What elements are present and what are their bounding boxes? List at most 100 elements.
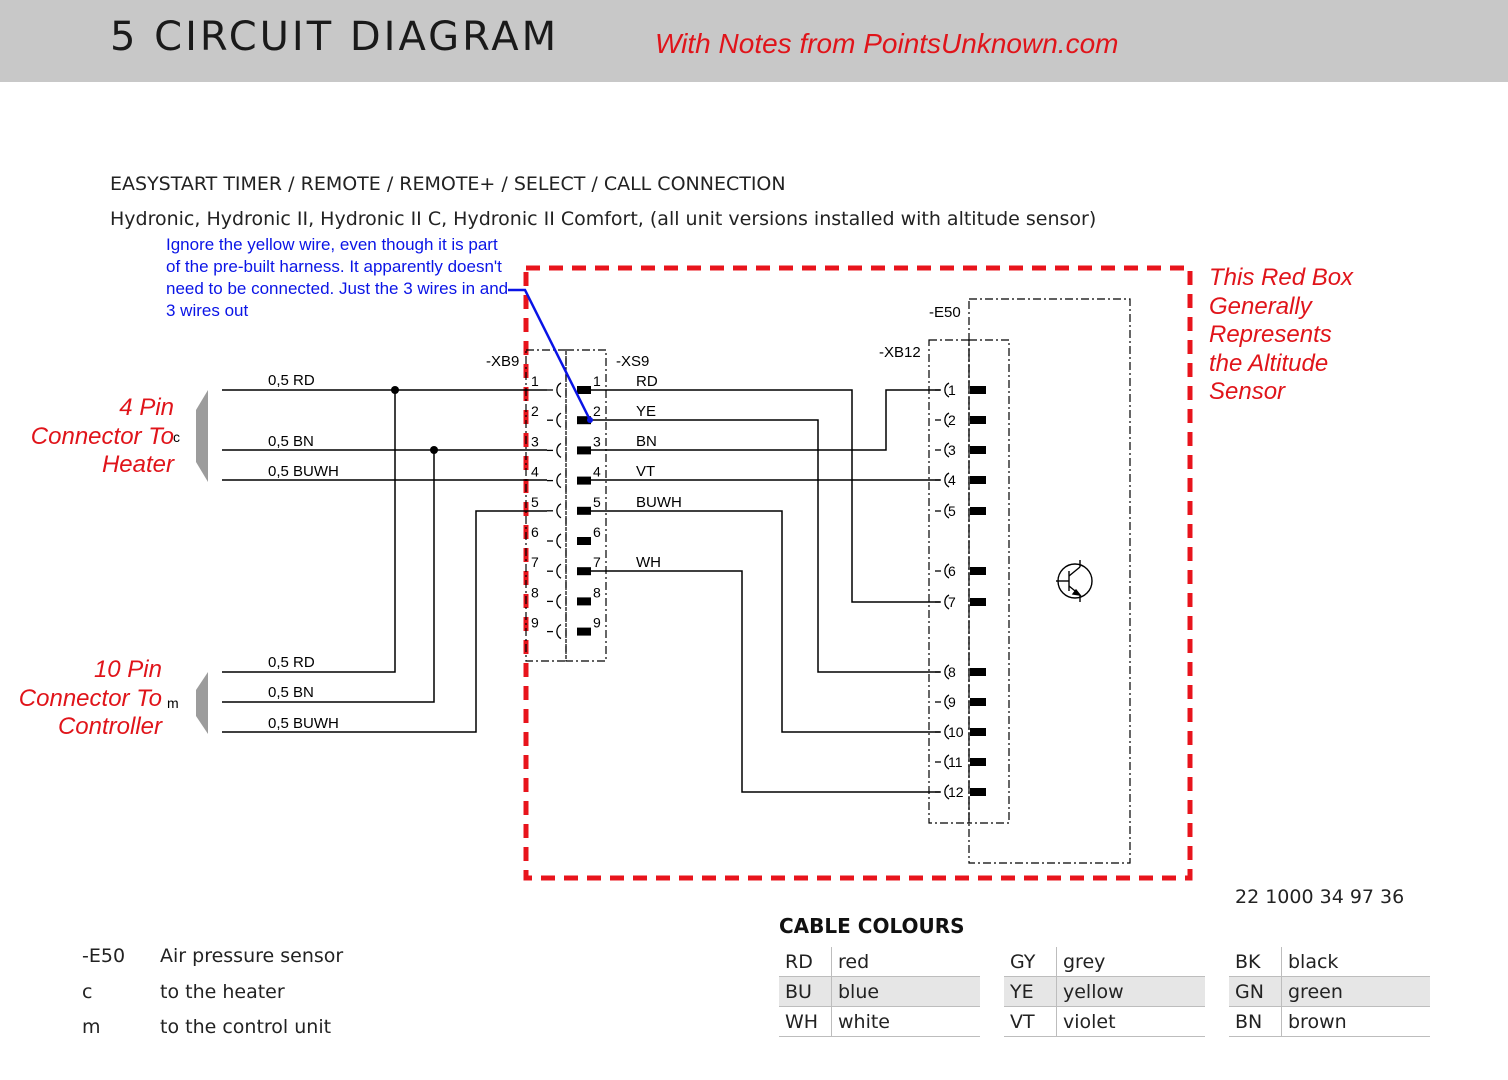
xb9-pin-number: 9 (531, 615, 539, 631)
wire-label-controller-rd: 0,5 RD (268, 654, 315, 671)
xb12-pin: 3 (935, 442, 986, 458)
xb9-label: -XB9 (486, 353, 519, 370)
legend-code: m (82, 1016, 101, 1038)
red-box-note-line: This Red Box (1209, 264, 1354, 291)
red-box-note: This Red Box Generally Represents the Al… (1209, 264, 1353, 407)
xb9-pin-number: 7 (531, 554, 539, 570)
xs9-pin: 7 (577, 554, 601, 576)
heater-connector-note: 4 Pin Connector To Heater (31, 394, 174, 480)
xs9-pin: 8 (577, 584, 601, 606)
xb12-pin-number: 4 (948, 472, 956, 488)
colour-code: BN (1229, 1006, 1282, 1037)
xs9-pin: 6 (577, 524, 601, 545)
heater-connector-note-line: Connector To (30, 422, 174, 450)
colour-code: RD (779, 947, 832, 977)
colour-code: BK (1229, 947, 1282, 977)
xs9-label: -XS9 (616, 353, 649, 370)
xb12-pin-number: 2 (948, 412, 956, 428)
xb12-pin: 2 (935, 412, 986, 428)
red-box-note-line: Sensor (1209, 378, 1286, 405)
xb12-pin: 8 (935, 664, 986, 680)
xb12-pin-number: 8 (948, 664, 956, 680)
xb12-pin-number: 11 (948, 754, 963, 770)
xb12-pin: 7 (935, 594, 986, 610)
xb9-pin: 9 (531, 615, 562, 640)
cable-colours-title: CABLE COLOURS (779, 914, 965, 938)
header-note: With Notes from PointsUnknown.com (655, 28, 1119, 59)
xb9-pin-number: 1 (531, 373, 539, 389)
wire-controller-rd (222, 390, 396, 673)
heater-connector-note-line: 4 Pin (119, 394, 174, 421)
legend-text: to the heater (160, 981, 285, 1003)
wire-buwh-to-10 (590, 510, 940, 733)
xb9-pin: 1 (531, 373, 562, 398)
xb12-pin: 1 (935, 382, 986, 398)
colour-name: red (831, 947, 980, 977)
xb12-pin-number: 5 (948, 503, 956, 519)
colour-code: YE (1004, 976, 1057, 1007)
colour-code: GN (1229, 976, 1282, 1007)
wire-controller-buwh (222, 510, 547, 733)
page-title: 5 CIRCUIT DIAGRAM (110, 14, 560, 60)
xs9-pin-number: 5 (593, 494, 601, 510)
xs9-pin-number: 3 (593, 433, 601, 449)
legend-text: Air pressure sensor (160, 945, 344, 967)
colour-name: black (1281, 947, 1430, 977)
xb12-pin: 11 (935, 754, 986, 770)
wire-label-controller-buwh: 0,5 BUWH (268, 715, 339, 732)
xb9-pin-number: 5 (531, 494, 539, 510)
xs9-pin-number: 4 (593, 464, 601, 480)
yellow-wire-note: Ignore the yellow wire, even though it i… (166, 235, 509, 320)
wire-rd-to-7 (590, 389, 940, 603)
xb9-pin: 4 (531, 464, 562, 489)
xb12-pin-number: 1 (948, 382, 956, 398)
xs9-wire-label-bn: BN (636, 433, 657, 450)
wire-label-heater-buwh: 0,5 BUWH (268, 463, 339, 480)
wire-controller-bn (222, 450, 435, 703)
subtitle-models: Hydronic, Hydronic II, Hydronic II C, Hy… (110, 208, 1097, 230)
red-box-note-line: Generally (1209, 292, 1312, 320)
colour-code: VT (1004, 1006, 1057, 1037)
xs9-wire-label-wh: WH (636, 554, 661, 571)
xb9-pin: 3 (531, 433, 562, 458)
xb12-pin: 10 (935, 724, 986, 740)
colour-code: BU (779, 976, 832, 1007)
annotation-pointer-dot (587, 417, 593, 423)
wire-label-heater-rd: 0,5 RD (268, 372, 315, 389)
xs9-pin-number: 7 (593, 554, 601, 570)
colour-name: brown (1281, 1006, 1430, 1037)
xs9-pin-number: 1 (593, 373, 601, 389)
xb12-pin: 5 (935, 503, 986, 519)
legend-text: to the control unit (160, 1016, 332, 1038)
xb9-pin: 6 (531, 524, 562, 549)
colour-name: yellow (1056, 976, 1205, 1007)
xb12-mate (968, 339, 1010, 824)
altitude-sensor-box (523, 265, 1193, 881)
colour-name: blue (831, 976, 980, 1007)
wire-label-heater-bn: 0,5 BN (268, 433, 314, 450)
xs9-pin: 4 (577, 464, 601, 485)
controller-letter: m (167, 695, 179, 711)
xb9-pin-number: 8 (531, 584, 539, 600)
xb9-pin-number: 4 (531, 464, 539, 480)
xb12-pin-number: 10 (948, 724, 964, 740)
xb12-pin-number: 3 (948, 442, 956, 458)
subtitle-connection: EASYSTART TIMER / REMOTE / REMOTE+ / SEL… (110, 173, 786, 195)
e50-sensor-box (968, 298, 1131, 864)
xb9-pin: 8 (531, 584, 562, 609)
xs9-wire-label-vt: VT (636, 463, 655, 480)
wire-ye-to-8 (590, 419, 940, 673)
xs9-pin: 2 (577, 403, 601, 425)
xb9-pin-number: 6 (531, 524, 539, 540)
